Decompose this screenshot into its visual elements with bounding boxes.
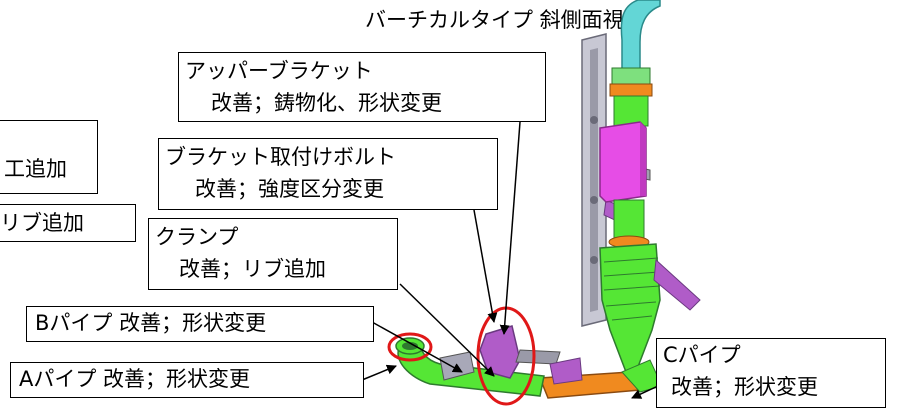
b-pipe-leader [371, 321, 463, 373]
clamp-title: クランプ [155, 225, 239, 249]
a-pipe-label: Aパイプ 改善；形状変更 [19, 367, 251, 391]
cropped-label-top: 工追加 [4, 157, 67, 181]
upper-bracket-callout: アッパーブラケット 改善；鋳物化、形状変更 [178, 52, 546, 122]
bracket-bolt-title: ブラケット取付けボルト [165, 145, 396, 169]
cropped-callout-rib: リブ追加 [0, 204, 136, 242]
b-pipe-callout: Bパイプ 改善；形状変更 [26, 306, 374, 342]
diagram-title: バーチカルタイプ 斜側面視 [365, 8, 624, 32]
clamp-detail: 改善；リブ追加 [179, 257, 326, 281]
clamp-callout: クランプ 改善；リブ追加 [148, 218, 398, 290]
upper-bracket-title: アッパーブラケット [185, 59, 373, 83]
a-pipe-leader [361, 364, 397, 381]
c-pipe-title: Cパイプ [663, 343, 741, 367]
cropped-label-bottom: リブ追加 [0, 211, 84, 235]
catalyst-body [599, 243, 661, 373]
a-pipe-highlight [387, 332, 433, 362]
clamp-leader [399, 283, 495, 377]
bracket-bolt-callout: ブラケット取付けボルト 改善；強度区分変更 [158, 138, 498, 210]
upper-bracket-leader [499, 121, 521, 335]
c-pipe-detail: 改善；形状変更 [671, 375, 818, 399]
bracket-bolt-detail: 改善；強度区分変更 [195, 177, 384, 201]
muffler [599, 121, 647, 203]
c-pipe-leader [631, 385, 659, 399]
upper-bracket-part [479, 325, 521, 379]
bolt-leader [473, 209, 498, 323]
a-pipe-callout: Aパイプ 改善；形状変更 [10, 362, 364, 398]
top-pipe [620, 0, 661, 71]
upper-bracket-detail: 改善；鋳物化、形状変更 [211, 91, 442, 115]
cropped-callout: 工追加 [0, 120, 98, 194]
c-pipe-callout: Cパイプ 改善；形状変更 [656, 338, 886, 408]
b-pipe-label: Bパイプ 改善；形状変更 [35, 311, 267, 335]
